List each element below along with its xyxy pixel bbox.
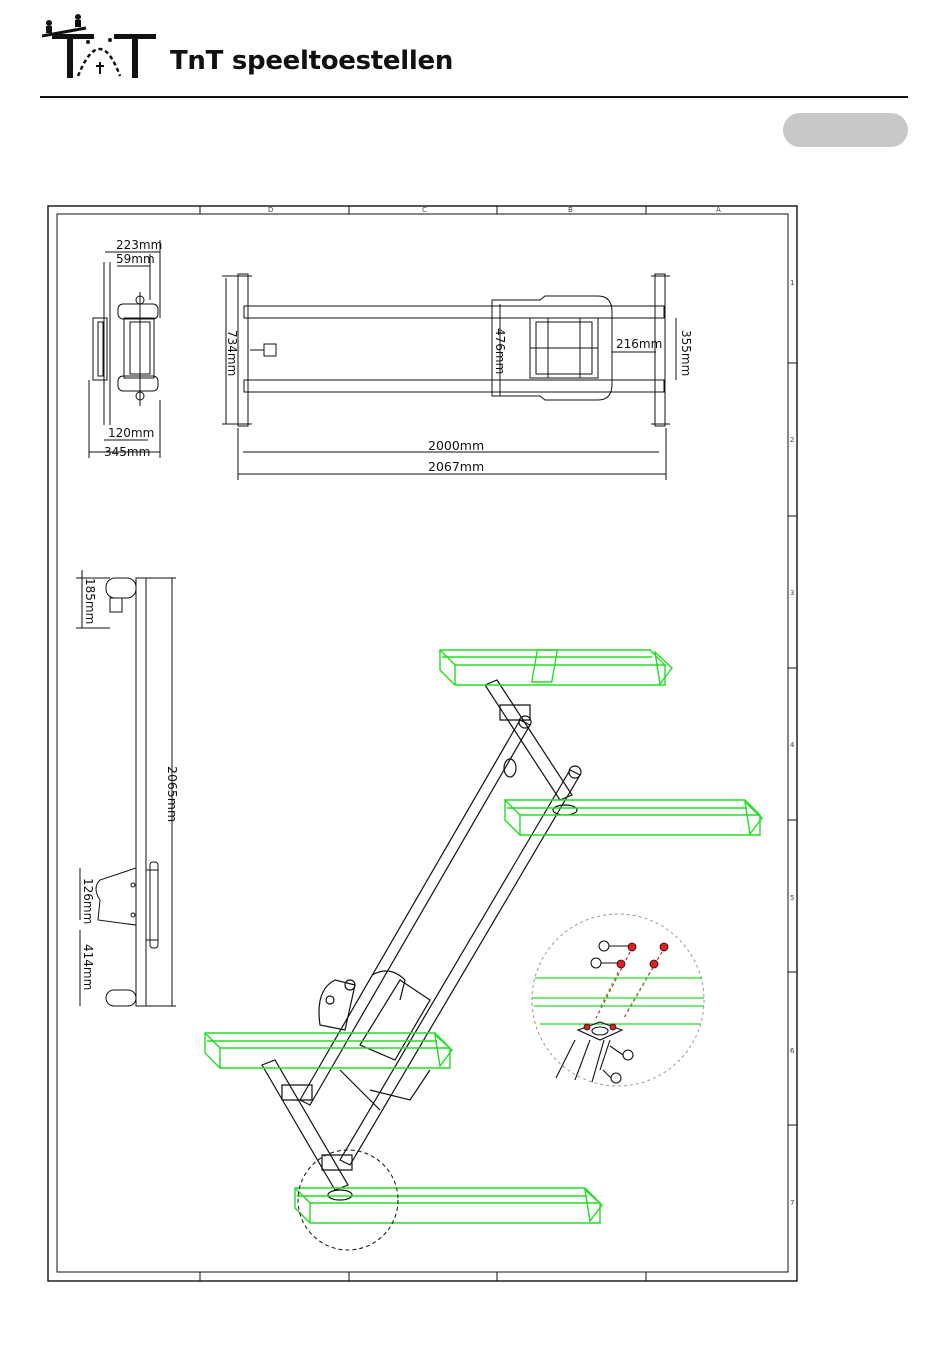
zone-label-c: C (422, 206, 427, 214)
dim-476mm: 476mm (493, 328, 507, 374)
dim-2065mm: 2065mm (165, 766, 180, 822)
detail-callout-circle (298, 1150, 398, 1250)
dim-2067mm: 2067mm (428, 459, 484, 474)
zone-label-5: 5 (790, 894, 794, 902)
zone-label-2: 2 (790, 436, 794, 444)
zone-label-4: 4 (790, 741, 795, 749)
post-top (440, 650, 672, 685)
exploded-detail (532, 914, 704, 1086)
dim-223mm: 223mm (116, 238, 162, 252)
zone-label-b: B (568, 206, 573, 214)
zone-label-3: 3 (790, 589, 794, 597)
dim-345mm: 345mm (104, 445, 150, 459)
dim-2000mm: 2000mm (428, 438, 484, 453)
zone-label-d: D (268, 206, 273, 214)
zone-label-1: 1 (790, 279, 794, 287)
dim-734mm: 734mm (225, 330, 239, 376)
drawing-inner-frame (57, 214, 788, 1272)
post-upper-middle (505, 800, 762, 835)
dim-126mm: 126mm (81, 878, 95, 924)
zone-label-7: 7 (790, 1199, 794, 1207)
dim-185mm: 185mm (83, 578, 97, 624)
dim-59mm: 59mm (116, 252, 155, 266)
dim-120mm: 120mm (108, 426, 154, 440)
zone-label-a: A (716, 206, 721, 214)
zone-label-6: 6 (790, 1047, 795, 1055)
ground-posts (205, 650, 762, 1223)
dim-216mm: 216mm (616, 337, 662, 351)
dim-414mm: 414mm (81, 944, 95, 990)
front-view (76, 570, 176, 1006)
post-bottom (295, 1188, 602, 1223)
isometric-frame (262, 680, 581, 1200)
dim-355mm: 355mm (679, 330, 693, 376)
